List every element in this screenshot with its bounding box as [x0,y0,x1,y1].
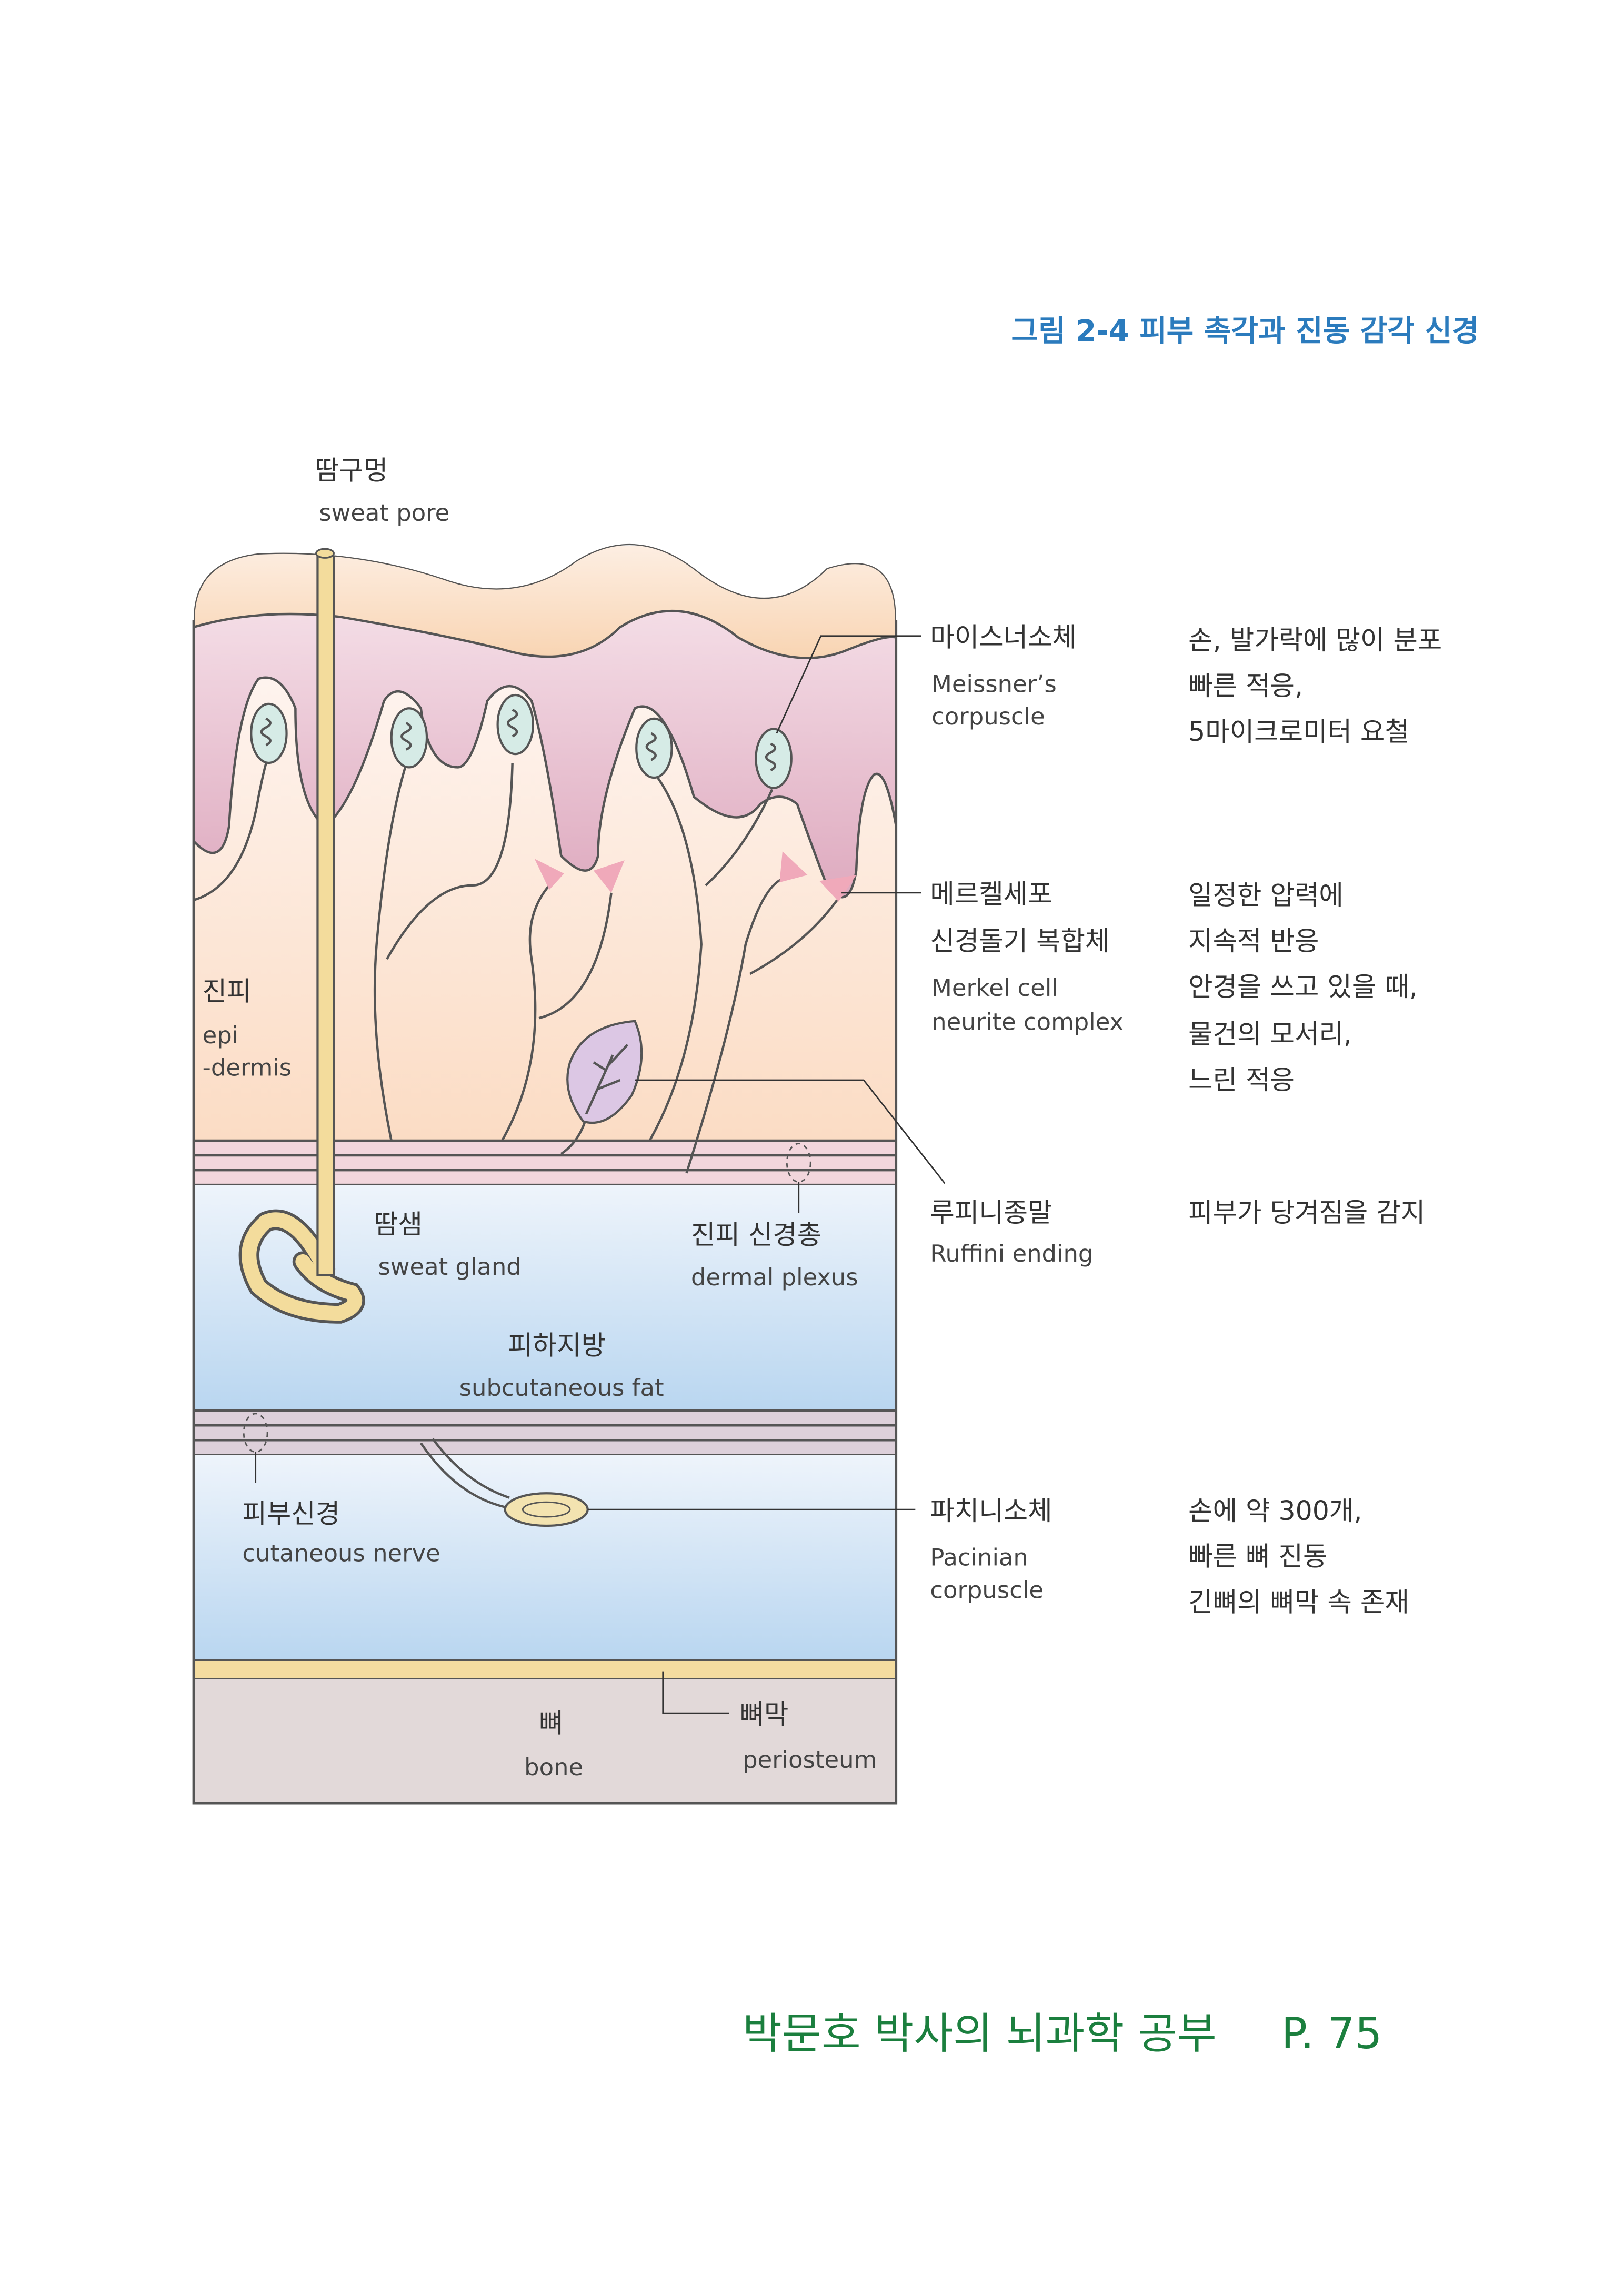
receptor-description: 지속적 반응 [1188,925,1319,956]
footer-book-title: 박문호 박사의 뇌과학 공부 [743,2009,1217,2059]
receptor-description: 안경을 쓰고 있을 때, [1188,971,1418,1002]
receptor-description: 느린 적응 [1188,1064,1295,1095]
receptor-name-ko: 파치니소체 [930,1495,1052,1526]
bone-layer [193,1679,896,1804]
cutaneous-nerve-label-ko: 피부신경 [242,1498,340,1529]
receptor-name-ko: 루피니종말 [930,1197,1052,1228]
pacinian-corpuscle [504,1492,589,1527]
dermal-plexus-marker [786,1143,811,1183]
subcutaneous-fat-layer [193,1185,896,1411]
nerve-fibers [193,754,838,1174]
receptor-ruffini: 루피니종말 Ruffini ending 피부가 당겨짐을 감지 [930,1197,1425,1267]
receptor-merkel: 메르켈세포 신경돌기 복합체 Merkel cell neurite compl… [930,878,1417,1095]
bone-label-en: bone [524,1753,583,1781]
ruffini-ending [566,1020,643,1124]
footer-page-number: P. 75 [1281,2009,1382,2059]
sweat-gland-label-ko: 땀샘 [374,1209,423,1240]
receptor-name-ko: 메르켈세포 [930,878,1052,909]
figure-title: 그림 2-4 피부 촉각과 진동 감각 신경 [1011,314,1479,348]
sweat-gland-label-en: sweat gland [378,1253,521,1281]
cutaneous-nerve-band [193,1411,896,1455]
merkel-cells [534,851,857,902]
bone-label-ko: 뼈 [539,1708,563,1739]
periosteum-label-en: periosteum [743,1746,877,1774]
dermis-label-ko: 진피 [203,976,252,1007]
receptor-name-en: Ruffini ending [930,1240,1093,1267]
receptor-description: 손에 약 300개, [1188,1495,1362,1526]
receptor-name-en: corpuscle [931,702,1045,730]
receptor-name-en: corpuscle [930,1576,1044,1604]
receptor-description: 일정한 압력에 [1188,880,1344,911]
dermis-label-en-2: -dermis [203,1054,292,1082]
receptor-description: 손, 발가락에 많이 분포 [1188,625,1442,656]
subcutaneous-fat-label-en: subcutaneous fat [459,1374,664,1402]
receptor-name-ko: 신경돌기 복합체 [930,925,1109,956]
cutaneous-nerve-marker [243,1413,268,1453]
meissner-corpuscles [250,693,793,789]
receptor-description: 빠른 적응, [1188,670,1303,701]
cutaneous-nerve-label-en: cutaneous nerve [242,1539,440,1567]
dermal-plexus-label-ko: 진피 신경총 [691,1219,821,1250]
deep-fat-layer [193,1455,896,1660]
sweat-gland [238,550,365,1324]
dermal-plexus-label-en: dermal plexus [691,1263,858,1291]
leader-lines [587,635,946,1714]
receptor-name-en: neurite complex [931,1008,1124,1036]
receptor-name-en: Merkel cell [931,974,1058,1002]
receptor-name-ko: 마이스너소체 [930,621,1077,652]
receptor-description: 물건의 모서리, [1188,1019,1352,1050]
receptor-description: 빠른 뼈 진동 [1188,1541,1327,1572]
receptor-meissner: 마이스너소체 Meissner’s corpuscle 손, 발가락에 많이 분… [930,621,1442,747]
sweat-pore-label-ko: 땀구멍 [315,455,388,486]
receptor-name-en: Pacinian [930,1544,1028,1572]
dermal-plexus-band [193,1140,896,1185]
receptor-name-en: Meissner’s [931,670,1057,698]
receptor-description: 긴뼈의 뼈막 속 존재 [1188,1587,1409,1618]
receptor-description: 5마이크로미터 요철 [1188,716,1409,747]
periosteum-layer [193,1659,896,1680]
dermis-label-en-1: epi [203,1021,239,1049]
receptor-description: 피부가 당겨짐을 감지 [1188,1197,1425,1228]
subcutaneous-fat-label-ko: 피하지방 [508,1330,606,1361]
skin-cross-section [193,543,896,1804]
sweat-pore-label-en: sweat pore [319,499,449,527]
periosteum-label-ko: 뼈막 [740,1699,789,1730]
receptor-pacinian: 파치니소체 Pacinian corpuscle 손에 약 300개, 빠른 뼈… [930,1495,1409,1618]
